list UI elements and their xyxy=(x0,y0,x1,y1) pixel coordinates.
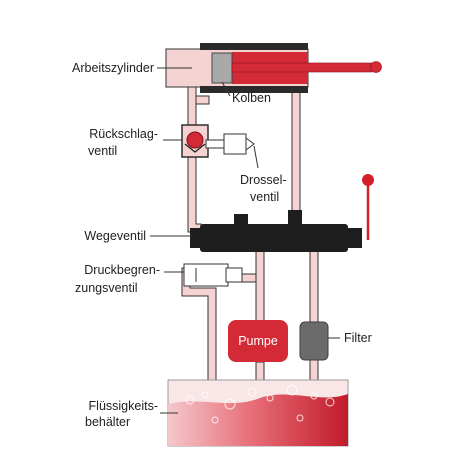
directional-valve-cap-left xyxy=(190,228,202,248)
cylinder-top-rail xyxy=(200,43,308,50)
working-cylinder xyxy=(165,43,382,93)
cylinder-bottom-rail xyxy=(200,86,308,93)
line-pump xyxy=(255,249,265,323)
filter xyxy=(299,321,329,361)
label-check-valve-1: Rückschlag- xyxy=(89,127,158,141)
pressure-relief-valve xyxy=(183,263,243,287)
throttle-leader-line xyxy=(253,145,259,169)
line-cylinder-left xyxy=(187,84,202,233)
line-branch-check xyxy=(195,95,210,105)
label-throttle-1: Drossel- xyxy=(240,173,287,187)
label-check-valve-2: ventil xyxy=(88,144,117,158)
check-valve xyxy=(181,124,209,158)
throttle-valve xyxy=(205,133,255,155)
piston-leader-line xyxy=(221,81,231,97)
check-valve-ball xyxy=(186,131,204,149)
label-filter: Filter xyxy=(344,331,372,345)
throttle-valve-tip xyxy=(245,137,255,151)
label-leader-lines xyxy=(150,67,340,414)
directional-valve-port-left xyxy=(234,214,248,226)
fluid-reservoir xyxy=(167,379,349,447)
label-reservoir-1: Flüssigkeits- xyxy=(89,399,158,413)
label-directional-valve: Wegeventil xyxy=(84,229,146,243)
label-pump: Pumpe xyxy=(238,334,278,348)
directional-valve xyxy=(190,174,374,252)
check-valve-seat xyxy=(184,143,206,153)
piston-body xyxy=(211,52,233,84)
line-cylinder-right xyxy=(291,84,301,213)
line-pump-suction xyxy=(255,361,265,381)
label-relief-valve-1: Druckbegren- xyxy=(84,263,160,277)
reservoir-fluid xyxy=(168,394,348,446)
throttle-valve-stem xyxy=(205,139,227,149)
directional-valve-port-right xyxy=(288,210,302,226)
piston-rod-eye xyxy=(370,61,382,73)
directional-valve-body xyxy=(200,224,348,252)
throttle-valve-body xyxy=(223,133,247,155)
pump xyxy=(228,320,288,362)
label-reservoir-2: behälter xyxy=(85,415,130,429)
label-throttle-2: ventil xyxy=(250,190,279,204)
piston-rod xyxy=(231,62,373,73)
directional-valve-cap-right xyxy=(346,228,362,248)
relief-valve-body xyxy=(183,263,229,287)
line-filter-return xyxy=(309,359,319,381)
label-cylinder: Arbeitszylinder xyxy=(72,61,154,75)
label-relief-valve-2: zungsventil xyxy=(75,281,138,295)
lever-knob xyxy=(362,174,374,186)
label-piston: Kolben xyxy=(232,91,271,105)
fluid-bubbles xyxy=(185,384,335,424)
line-filter xyxy=(309,249,319,325)
relief-valve-cap xyxy=(225,267,243,283)
